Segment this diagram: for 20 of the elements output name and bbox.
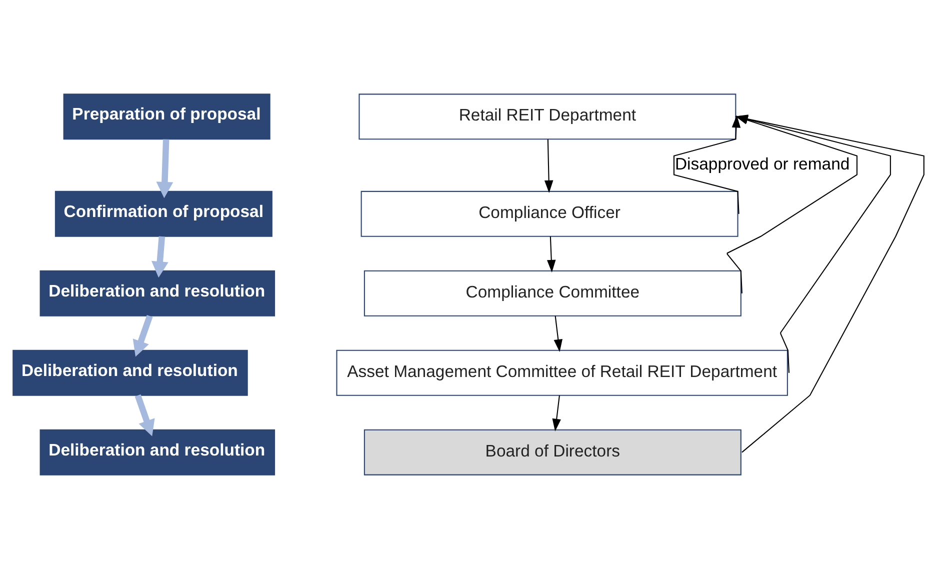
edge-label: Disapproved or remand	[674, 154, 850, 174]
node-box: Asset Management Committee of Retail REIT Department	[336, 350, 788, 396]
node-box: Compliance Officer	[360, 190, 738, 237]
arrow	[554, 316, 563, 352]
node-box: Deliberation and resolution	[40, 270, 276, 316]
node-box: Retail REIT Department	[358, 94, 736, 140]
node-box: Confirmation of proposal	[54, 190, 272, 237]
node-box: Deliberation and resolution	[12, 350, 248, 396]
node-box: Deliberation and resolution	[40, 429, 276, 476]
node-box: Compliance Committee	[364, 270, 742, 316]
arrow	[552, 395, 561, 432]
node-box: Board of Directors	[364, 429, 742, 476]
arrow	[673, 115, 741, 214]
arrow	[151, 236, 168, 278]
arrow	[546, 236, 556, 272]
node-box: Preparation of proposal	[63, 94, 270, 140]
arrow	[544, 139, 554, 193]
arrow	[134, 394, 155, 436]
arrow	[156, 139, 174, 198]
arrow	[132, 314, 153, 357]
